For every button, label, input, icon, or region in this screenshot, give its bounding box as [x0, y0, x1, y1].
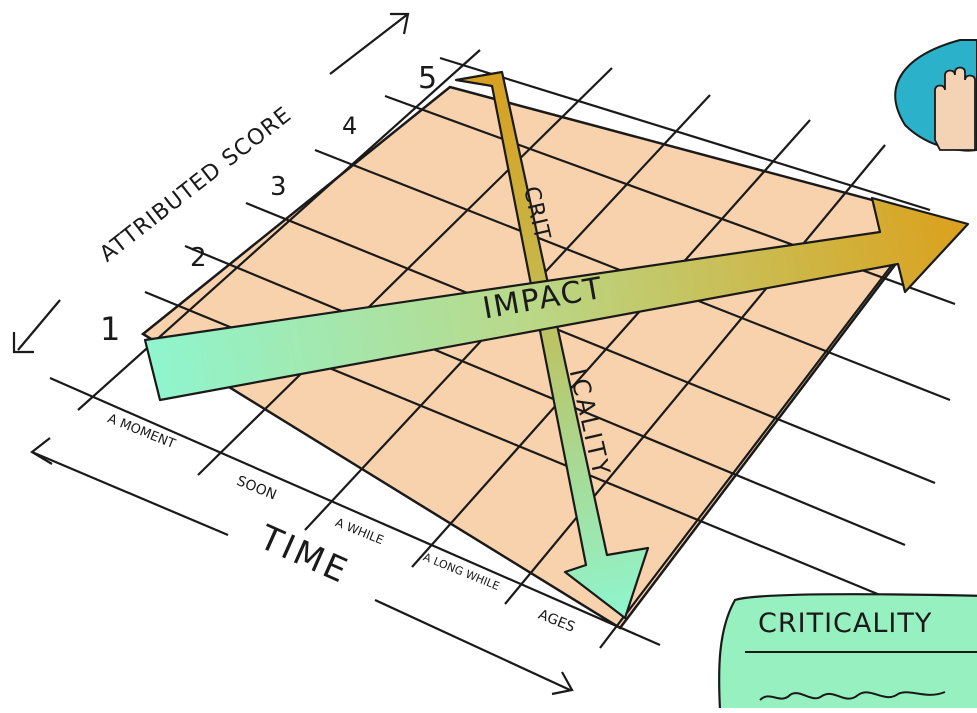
- score-5: 5: [418, 61, 437, 96]
- time-label-while: A WHILE: [333, 515, 385, 547]
- score-axis-arrow: [12, 12, 410, 354]
- time-label-ages: AGES: [536, 607, 577, 636]
- speech-bubble: [894, 39, 977, 152]
- score-2: 2: [190, 243, 207, 273]
- time-label-soon: SOON: [234, 473, 278, 503]
- score-4: 4: [342, 112, 357, 140]
- impact-arrow: [143, 196, 970, 402]
- score-1: 1: [100, 310, 120, 348]
- grid-lines: [49, 49, 956, 649]
- hand-icon: [934, 66, 976, 151]
- score-3: 3: [270, 172, 287, 202]
- criticality-arrow: [454, 70, 650, 620]
- callout-handwriting: [759, 691, 946, 701]
- callout-title: CRITICALITY: [758, 608, 933, 639]
- time-axis-arrow: [30, 437, 574, 696]
